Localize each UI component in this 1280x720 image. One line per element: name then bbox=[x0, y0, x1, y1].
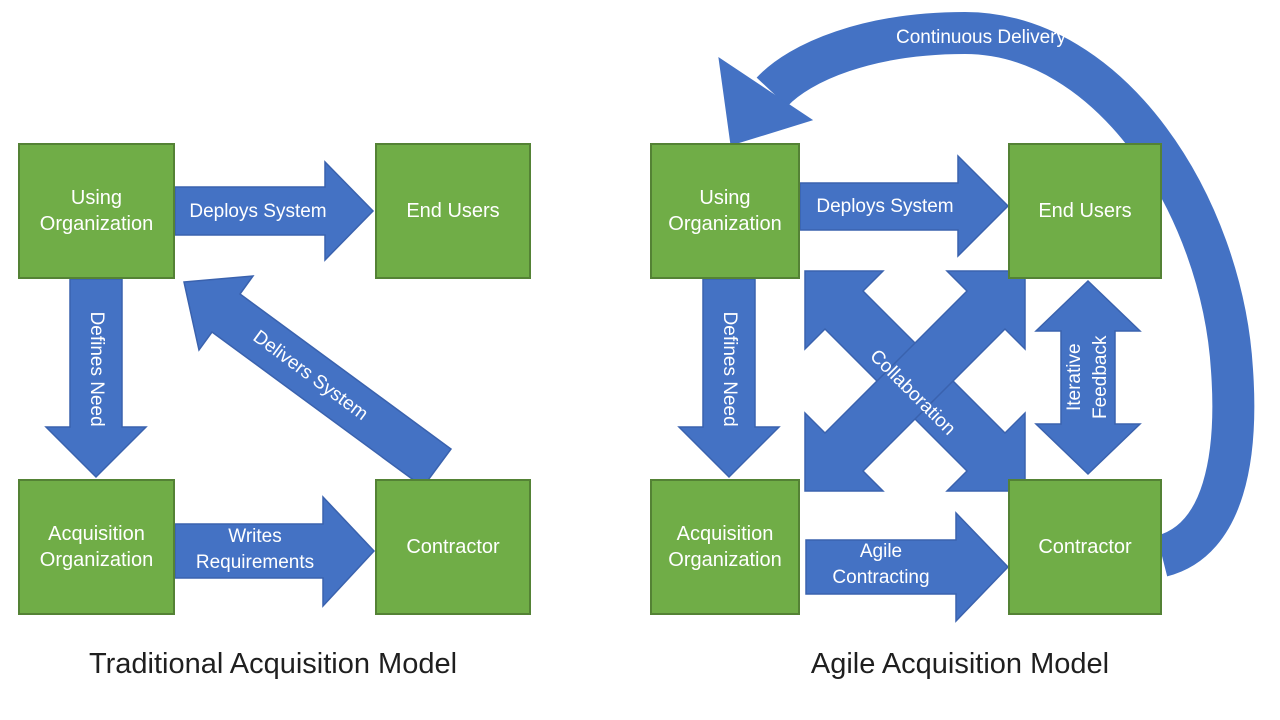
iterative-feedback-arrow bbox=[1034, 279, 1142, 476]
label-defines-need-traditional: Defines Need bbox=[86, 311, 108, 427]
label-deploys-system-agile: Deploys System bbox=[816, 196, 954, 217]
box-acquisition-organization-agile: Acquisition Organization bbox=[650, 479, 800, 615]
box-end-users-traditional: End Users bbox=[375, 143, 531, 279]
label-deploys-system-traditional: Deploys System bbox=[189, 201, 327, 222]
writes-requirements-arrow bbox=[174, 495, 376, 608]
defines-need-arrow-agile bbox=[677, 278, 781, 479]
title-agile-acquisition-model: Agile Acquisition Model bbox=[810, 648, 1110, 680]
box-using-organization-agile: Using Organization bbox=[650, 143, 800, 279]
label-defines-need-agile: Defines Need bbox=[719, 311, 741, 427]
collaboration-arrow-ne-sw bbox=[804, 270, 1026, 492]
box-using-organization-traditional: Using Organization bbox=[18, 143, 175, 279]
label-agile-contracting: Agile Contracting bbox=[832, 541, 930, 589]
box-contractor-agile: Contractor bbox=[1008, 479, 1162, 615]
deploys-system-arrow-agile bbox=[799, 154, 1010, 258]
label-iterative-feedback: Iterative Feedback bbox=[1063, 335, 1111, 419]
agile-contracting-arrow bbox=[805, 511, 1010, 623]
defines-need-arrow-traditional bbox=[44, 278, 148, 479]
deploys-system-arrow-traditional bbox=[174, 160, 375, 262]
box-end-users-agile: End Users bbox=[1008, 143, 1162, 279]
title-traditional-acquisition-model: Traditional Acquisition Model bbox=[88, 648, 458, 680]
continuous-delivery-arrowhead bbox=[718, 56, 814, 146]
label-continuous-delivery: Continuous Delivery bbox=[895, 27, 1067, 48]
delivers-system-arrow bbox=[183, 275, 453, 489]
label-writes-requirements: Writes Requirements bbox=[195, 526, 315, 574]
box-contractor-traditional: Contractor bbox=[375, 479, 531, 615]
box-acquisition-organization-traditional: Acquisition Organization bbox=[18, 479, 175, 615]
